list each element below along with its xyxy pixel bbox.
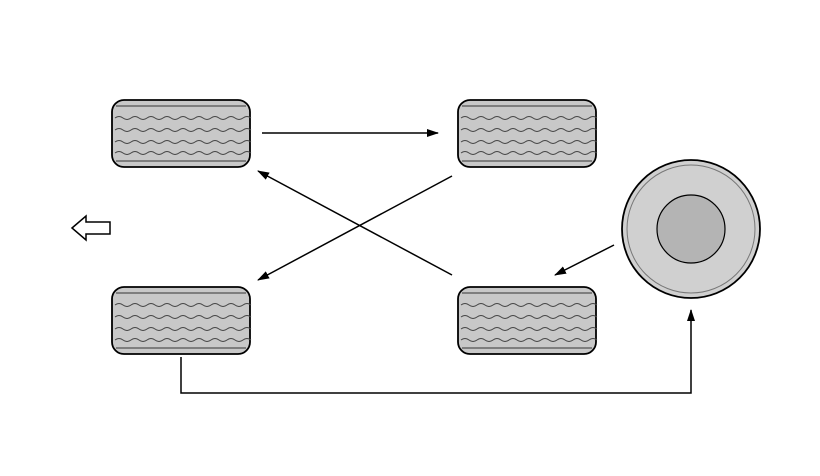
arrow-fr-to-rl	[257, 175, 453, 281]
spare-wheel	[621, 159, 761, 299]
arrow-rl-to-spare	[180, 309, 695, 394]
tire-rear-right	[458, 287, 597, 354]
front-direction-arrow-icon	[70, 214, 111, 242]
arrow-spare-to-rr	[554, 244, 615, 276]
tire-rear-left	[112, 287, 251, 354]
tire-front-left	[112, 100, 251, 167]
arrow-rr-to-fl	[257, 170, 453, 276]
tire-front-right	[458, 100, 597, 167]
